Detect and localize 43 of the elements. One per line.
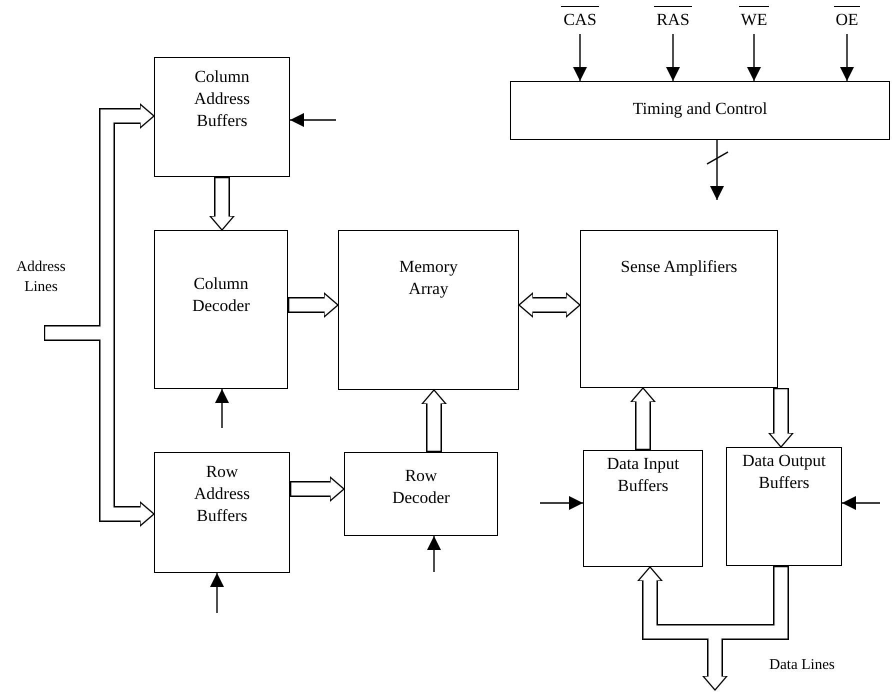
block-box [154, 57, 290, 177]
signal-arrow [573, 34, 587, 81]
block-box [154, 230, 288, 389]
block-box [580, 230, 778, 388]
signal-name: RAS [654, 6, 692, 34]
signal-arrow [840, 34, 854, 81]
bus-arrow [288, 292, 339, 318]
bus-arrow [209, 177, 235, 231]
block-box [510, 81, 890, 140]
signal-name: CAS [561, 6, 599, 34]
signal-arrow [427, 536, 441, 572]
signal-name: OE [834, 6, 860, 34]
bus-arrow [290, 476, 345, 502]
bus-arrow [702, 566, 789, 691]
signal-arrow [540, 496, 583, 510]
line-label: Data Lines [768, 656, 836, 675]
block-label: Row Address Buffers [193, 461, 251, 527]
bus-arrow [421, 389, 447, 452]
block-label: Column Decoder [191, 273, 251, 317]
signal-arrow [290, 113, 336, 127]
block-label: Row Decoder [391, 465, 451, 509]
block-label: Data Input Buffers [606, 453, 680, 497]
block-box [338, 230, 519, 390]
block-label: Column Address Buffers [193, 66, 251, 132]
signal-arrow [210, 573, 224, 613]
block-box [583, 450, 703, 567]
block-label: Timing and Control [632, 98, 768, 120]
bus-arrow [630, 387, 656, 450]
signal-arrow [842, 496, 880, 510]
block-box [726, 447, 842, 566]
block-box [154, 452, 290, 573]
signal-arrow [215, 389, 229, 428]
block-box [344, 452, 498, 536]
signal-name: WE [738, 6, 770, 34]
signal-arrow [666, 34, 680, 81]
bus-arrow [518, 292, 581, 318]
block-label: Sense Amplifiers [620, 256, 738, 278]
bus-arrow [768, 388, 794, 448]
line-label: Address Lines [15, 258, 67, 297]
block-label: Memory Array [398, 256, 459, 300]
block-label: Data Output Buffers [741, 450, 827, 494]
signal-arrow [747, 34, 761, 81]
signal-arrow [710, 140, 724, 200]
